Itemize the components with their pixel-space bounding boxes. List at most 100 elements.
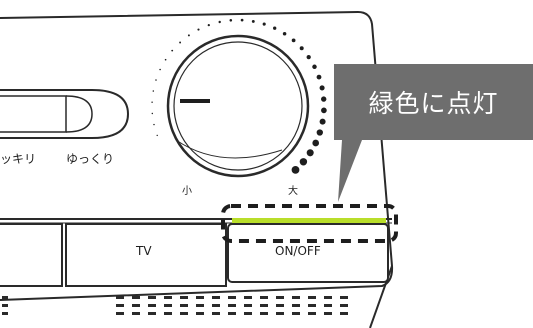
dial-level-dot [155,79,157,81]
grille-slot [164,304,172,307]
dial-level-dot [156,134,158,137]
grille-slot [132,304,140,307]
grille-slot [164,296,172,299]
dial-level-dot [299,46,304,51]
green-indicator-light [232,218,386,223]
speed-toggle-button[interactable] [0,89,130,139]
grille-slot [2,304,8,307]
grille-slot [196,304,204,307]
left-partial-button[interactable] [0,223,63,287]
speed-label-fast: ッキリ [0,152,37,166]
grille-slot [244,312,252,315]
grille-slot [212,312,220,315]
grille-slot [292,312,300,315]
dial-level-dots [151,18,327,174]
dial-level-dot [262,22,266,26]
onoff-button-label: ON/OFF [275,244,321,258]
dial-level-dot [306,149,314,157]
grille-slot [196,296,204,299]
grille-slot [340,296,348,299]
dial-level-dot [321,107,327,114]
dial-level-dot [306,54,311,60]
grille-slot [260,304,268,307]
grille-slot [180,304,188,307]
dial-level-dot [171,49,174,52]
grille-slot [148,296,156,299]
dial-level-dot [159,68,161,71]
dial-level-dot [299,158,308,166]
dial-level-dot [207,23,210,27]
dial-level-dot [282,31,287,36]
dial-level-dot [319,118,326,125]
dial-min-label: 小 [182,186,192,197]
grille-slot [116,312,124,315]
dial-level-dot [197,28,200,31]
dial-level-dot [291,166,300,174]
dial-level-dot [187,34,190,37]
dial-level-dot [316,129,323,136]
grille-slot [244,304,252,307]
dial-level-dot [179,41,182,44]
grille-slot [292,304,300,307]
onoff-button[interactable] [227,223,389,283]
dial-level-dot [291,38,296,43]
dial-level-dot [319,85,325,91]
grille-slot [116,296,124,299]
grille-slot [116,304,124,307]
indicator-highlight-frame [221,204,398,243]
grille-slot [196,312,204,315]
grille-slot [340,312,348,315]
dial-level-dot [151,101,153,103]
tv-button-label: TV [136,244,152,258]
grille-slot [2,296,8,299]
grille-slot [260,312,268,315]
grille-slot [132,312,140,315]
grille-slot [324,304,332,307]
dial-level-dot [321,96,327,102]
grille-slot [308,312,316,315]
grille-slot [308,304,316,307]
grille-slot [228,304,236,307]
dial-level-dot [312,64,317,70]
dial-level-dot [151,112,154,115]
grille-slot [308,296,316,299]
grille-slot [180,312,188,315]
grille-slot [324,296,332,299]
grille-slot [132,296,140,299]
grille-slot [164,312,172,315]
grille-slot [228,312,236,315]
volume-dial[interactable] [166,34,310,178]
tv-button[interactable] [65,223,227,287]
grille-slot [276,312,284,315]
grille-slot [324,312,332,315]
dial-level-dot [229,19,233,22]
grille-slot [276,296,284,299]
speed-label-slow: ゆっくり [66,152,115,166]
grille-slot [180,296,188,299]
speed-toggle-curve [65,95,93,133]
dial-level-dot [218,20,221,24]
dial-level-dot [316,74,322,80]
dial-level-dot [240,18,244,22]
dial-level-dot [251,19,255,23]
dial-max-label: 大 [288,186,298,197]
grille-slot [212,304,220,307]
dial-level-dot [273,26,277,30]
grille-slot [244,296,252,299]
grille-slot [228,296,236,299]
dial-pointer [180,99,210,103]
dial-level-dot [153,123,155,126]
grille-slot [148,312,156,315]
grille-slot [260,296,268,299]
grille-slot [2,312,8,315]
speaker-grille [2,296,348,315]
grille-slot [276,304,284,307]
dial-level-dot [152,90,155,92]
callout-balloon [334,64,533,202]
grille-slot [292,296,300,299]
callout-text: 緑色に点灯 [368,89,499,118]
grille-slot [340,304,348,307]
grille-slot [212,296,220,299]
